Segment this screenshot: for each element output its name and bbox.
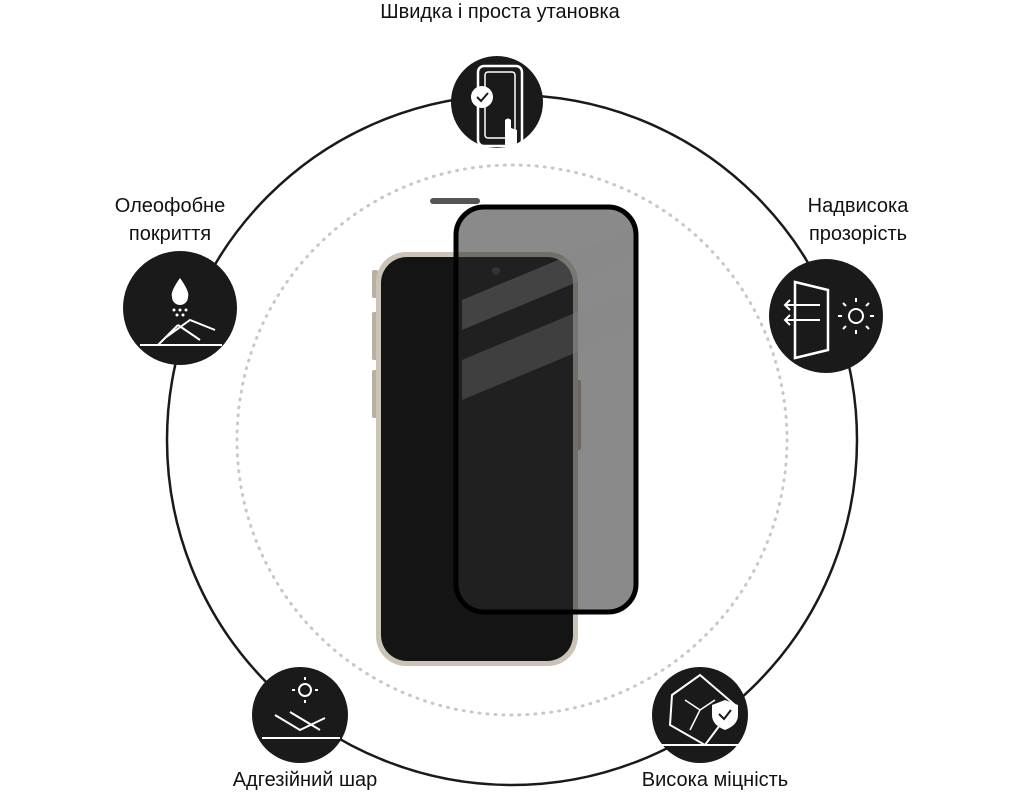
label-line: Надвисока (807, 195, 909, 217)
screen-protector-image (430, 198, 639, 615)
label-line: прозорість (808, 223, 908, 245)
dotted-ring (235, 163, 789, 717)
easy-install-icon (451, 56, 543, 148)
adhesive-layer-icon (252, 667, 348, 763)
label-line: покриття (128, 223, 212, 245)
feature-label-strength: Висока міцність (641, 769, 789, 791)
high-clarity-icon (769, 259, 883, 373)
oleophobic-coating-icon (123, 251, 237, 365)
feature-label-clarity: Надвисока прозорість (778, 192, 938, 248)
feature-label-oleophobic: Олеофобне покриття (90, 192, 250, 248)
high-strength-icon (652, 667, 748, 763)
feature-label-easy-install: Швидка і проста утановка (380, 1, 620, 23)
label-line: Олеофобне (114, 195, 226, 217)
feature-label-adhesive: Адгезійний шар (232, 769, 378, 791)
